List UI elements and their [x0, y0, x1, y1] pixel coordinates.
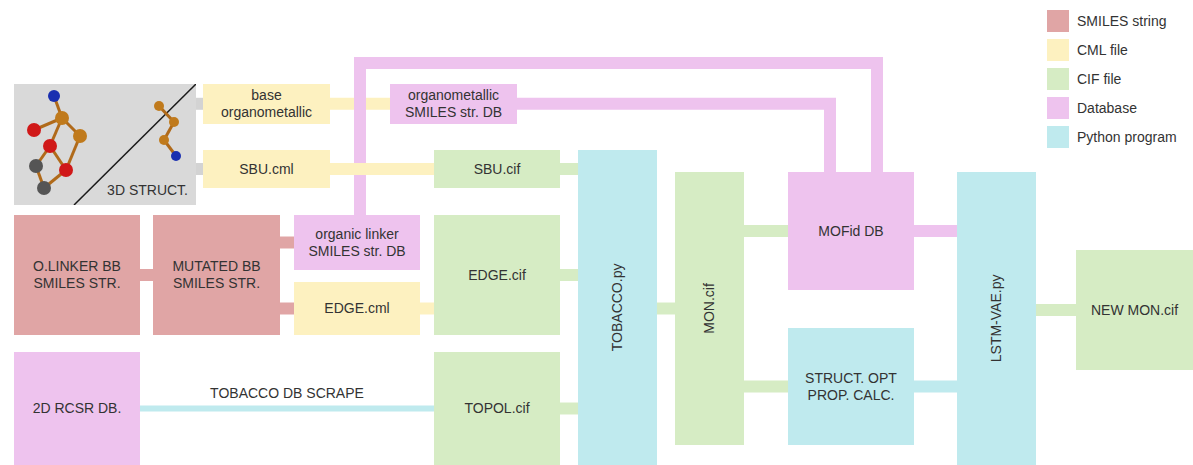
connector-band [420, 303, 434, 315]
legend-label: CML file [1077, 39, 1128, 61]
legend-swatch [1047, 10, 1069, 32]
box-label: TOBACCO.py [609, 264, 626, 352]
structure-image-box: 3D STRUCT. [14, 84, 196, 205]
legend-label: Database [1077, 97, 1137, 119]
connector-band [914, 225, 957, 237]
connector-band [1036, 304, 1076, 316]
box-label: MON.cif [701, 283, 718, 334]
database-box: 2D RCSR DB. [14, 352, 140, 465]
box-label: LSTM-VAE.py [988, 275, 1005, 363]
connector-band [560, 163, 578, 175]
box-label: EDGE.cml [324, 300, 389, 317]
legend-swatch [1047, 97, 1069, 119]
database-box: organometallic SMILES str. DB [390, 84, 517, 124]
box-label: MUTATED BB SMILES STR. [162, 258, 272, 292]
connector-band [914, 381, 957, 393]
box-label: 3D STRUCT. [107, 182, 188, 199]
connector-band [196, 98, 203, 110]
cif-file-box: TOPOL.cif [434, 352, 560, 465]
connector-band [744, 381, 788, 393]
cif-file-box: NEW MON.cif [1076, 250, 1193, 370]
legend-label: SMILES string [1077, 10, 1166, 32]
connector-band [517, 104, 830, 172]
connector-band [330, 163, 434, 175]
connector-band [280, 237, 294, 249]
cml-file-box: base organometallic [203, 84, 330, 124]
illustration-ground [14, 84, 196, 205]
connector-band [657, 303, 675, 315]
legend-swatch [1047, 126, 1069, 148]
cml-file-box: SBU.cml [203, 150, 330, 188]
python-program-box: LSTM-VAE.py [957, 172, 1036, 465]
cif-file-box: SBU.cif [434, 150, 560, 188]
box-label: organic linker SMILES str. DB [302, 226, 412, 260]
box-label: base organometallic [212, 87, 322, 121]
box-label: organometallic SMILES str. DB [399, 87, 509, 121]
box-label: SBU.cif [474, 161, 521, 178]
smiles-box: MUTATED BB SMILES STR. [153, 215, 280, 335]
database-box: MOFid DB [788, 172, 914, 290]
connector-band [560, 269, 578, 281]
connector-band [280, 303, 294, 315]
connector-band [140, 269, 153, 281]
connector-band [560, 403, 578, 415]
python-program-box: STRUCT. OPT PROP. CALC. [788, 328, 914, 445]
divider-line [74, 84, 196, 205]
legend-label: CIF file [1077, 68, 1121, 90]
python-program-box: TOBACCO.py [578, 150, 657, 465]
smiles-box: O.LINKER BB SMILES STR. [14, 215, 140, 335]
database-box: organic linker SMILES str. DB [294, 215, 420, 270]
cif-file-box: EDGE.cif [434, 215, 560, 335]
connector-band [140, 406, 434, 412]
connector-band [196, 163, 203, 175]
box-label: O.LINKER BB SMILES STR. [22, 258, 132, 292]
cml-file-box: EDGE.cml [294, 282, 420, 335]
legend-swatch [1047, 68, 1069, 90]
molecule-atoms [27, 90, 181, 195]
connector-label: TOBACCO DB SCRAPE [207, 385, 367, 402]
box-label: MOFid DB [818, 223, 883, 240]
box-label: SBU.cml [239, 161, 293, 178]
connector-band [744, 225, 788, 237]
box-label: EDGE.cif [468, 267, 526, 284]
box-label: NEW MON.cif [1091, 302, 1178, 319]
molecule-bonds [34, 96, 176, 188]
box-label: STRUCT. OPT PROP. CALC. [796, 370, 906, 404]
legend-swatch [1047, 39, 1069, 61]
legend-label: Python program [1077, 126, 1177, 148]
box-label: TOPOL.cif [464, 400, 529, 417]
cif-file-box: MON.cif [675, 172, 744, 445]
box-label: 2D RCSR DB. [33, 400, 122, 417]
